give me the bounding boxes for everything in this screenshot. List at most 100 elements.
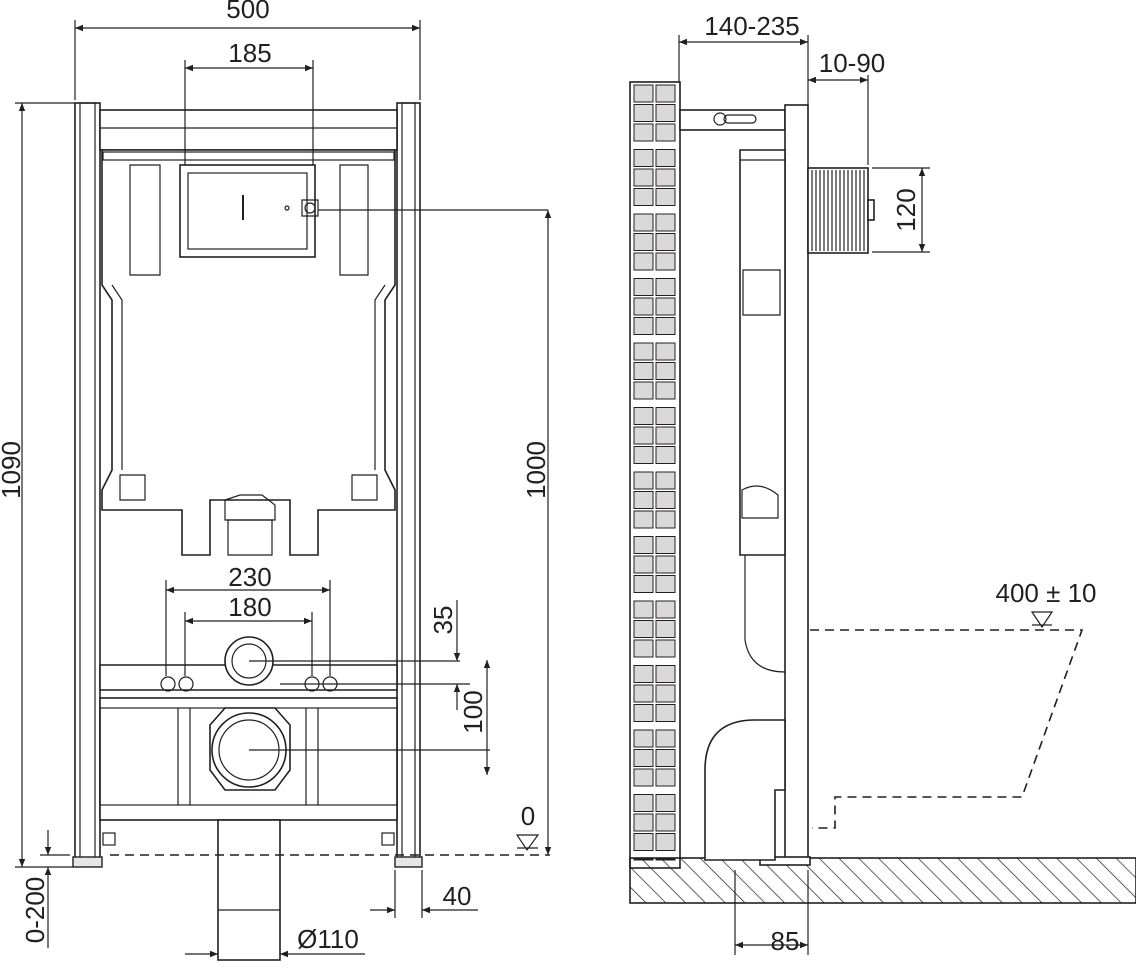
cistern-brackets xyxy=(119,474,378,501)
wall-tile xyxy=(633,188,654,206)
wall-tile xyxy=(655,252,676,271)
dim-cover-depth: 10-90 xyxy=(819,48,886,78)
wall-tile xyxy=(633,536,654,554)
flush-button xyxy=(867,199,875,221)
wall-tile xyxy=(633,684,654,703)
wall-tile xyxy=(633,297,654,316)
side-dimensions: 140-235 10-90 120 400 ± 10 85 xyxy=(678,11,1097,956)
flush-valve xyxy=(224,494,276,521)
wall-tile xyxy=(655,768,676,787)
left-foot xyxy=(72,856,103,868)
dim-flush-offset: 35 xyxy=(428,606,458,635)
wall-tile xyxy=(655,213,676,232)
wall-tile xyxy=(655,233,676,251)
left-post xyxy=(74,102,101,859)
side-flush-pipe xyxy=(744,555,786,673)
wall-tile xyxy=(633,471,654,490)
wall-tile xyxy=(633,168,654,187)
wall-tile xyxy=(633,233,654,251)
dim-floor-level: 0 xyxy=(521,801,535,831)
wall-tile xyxy=(633,555,654,574)
wall-tile xyxy=(655,600,676,619)
cistern-contour xyxy=(111,284,386,470)
wall-tile xyxy=(633,342,654,361)
wall-tile xyxy=(633,833,654,851)
wall-tile xyxy=(633,510,654,529)
wall-tile xyxy=(655,104,676,122)
wall-tile xyxy=(655,407,676,425)
bracket-bolt xyxy=(713,112,727,126)
wall-tile xyxy=(633,446,654,464)
wall-tile xyxy=(633,704,654,722)
wall-tile xyxy=(633,362,654,380)
right-post xyxy=(396,102,421,859)
front-view xyxy=(72,102,550,961)
wall-tile xyxy=(655,665,676,683)
mount-hole xyxy=(160,676,176,692)
wall-tile xyxy=(655,381,676,400)
cistern-lid xyxy=(102,151,395,161)
wall-tile xyxy=(633,600,654,619)
dim-seat-height: 400 ± 10 xyxy=(995,578,1096,608)
actuator-frame xyxy=(179,164,316,258)
dim-width: 500 xyxy=(226,0,269,24)
wall-tile xyxy=(655,704,676,722)
wall-bracket xyxy=(679,109,786,131)
lower-frame-ribs xyxy=(177,708,319,805)
wall-tile xyxy=(655,813,676,832)
wc-bowl-outline xyxy=(810,629,1084,829)
level-triangle-icon xyxy=(1030,611,1054,629)
flush-valve-outlet xyxy=(227,519,273,556)
wall-tile xyxy=(633,407,654,425)
right-foot xyxy=(394,856,423,868)
cistern-clips xyxy=(129,164,369,276)
wall-tile xyxy=(655,639,676,658)
wall-tile xyxy=(633,104,654,122)
actuator-mount-hole xyxy=(304,202,316,214)
wall-tile xyxy=(633,575,654,593)
wall-tile xyxy=(655,794,676,812)
wall-tile xyxy=(633,729,654,748)
side-waste-pipe xyxy=(704,719,786,861)
wall-tiles xyxy=(633,84,676,861)
wall-tile xyxy=(633,381,654,400)
cistern xyxy=(101,149,396,556)
wall-tile xyxy=(655,342,676,361)
wall-tile xyxy=(633,813,654,832)
wall-tile xyxy=(655,84,676,103)
actuator-mount xyxy=(301,199,319,217)
wall-tile xyxy=(655,188,676,206)
dim-pipe-diameter: Ø110 xyxy=(297,924,359,954)
dim-actuator-height: 1000 xyxy=(521,441,551,499)
wall-tile xyxy=(655,491,676,509)
wall-tile xyxy=(655,149,676,167)
left-anchor xyxy=(102,832,116,846)
dim-total-height: 1090 xyxy=(0,441,26,499)
front-dimensions: 500 185 1090 1000 230 180 35 100 0 0-200 xyxy=(0,0,552,958)
side-foot xyxy=(759,856,811,866)
side-cistern-internals xyxy=(741,269,781,519)
right-anchor xyxy=(381,832,395,846)
actuator-cover xyxy=(807,167,869,254)
wall-tile xyxy=(655,575,676,593)
actuator-pin xyxy=(284,205,290,211)
wall-tile xyxy=(655,684,676,703)
wall-tile xyxy=(633,665,654,683)
wall-tile xyxy=(633,84,654,103)
wall-tile xyxy=(655,446,676,464)
floor-slab xyxy=(629,857,1136,904)
dim-depth: 140-235 xyxy=(704,11,799,41)
dim-pipe-offset: 85 xyxy=(771,926,800,956)
wall-tile xyxy=(633,123,654,142)
wall-tile xyxy=(633,213,654,232)
mount-hole xyxy=(178,676,194,692)
dim-bolt-inner: 180 xyxy=(228,592,271,622)
actuator-opening xyxy=(187,172,308,250)
wall-tile xyxy=(655,426,676,445)
wall-tile xyxy=(633,620,654,638)
dim-waste-offset: 100 xyxy=(458,690,488,733)
wall-tile xyxy=(655,729,676,748)
wall-tile xyxy=(633,317,654,335)
top-crossbar xyxy=(99,109,398,151)
